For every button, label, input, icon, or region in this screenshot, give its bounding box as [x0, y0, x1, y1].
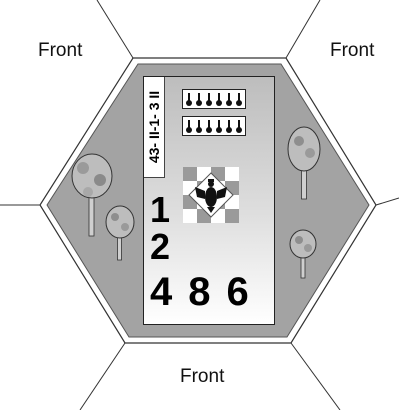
gun-battery-icon: [182, 116, 246, 136]
front-label-bottom: Front: [180, 366, 224, 388]
hex-edge-bottom-left: [80, 343, 125, 410]
unit-counter[interactable]: 43- II-1- 3 II: [143, 76, 275, 325]
hex-edge-top-right: [286, 0, 320, 58]
front-label-top-right: Front: [330, 40, 374, 62]
hex-edge-bottom-right: [291, 343, 340, 410]
hex-edge-right: [376, 198, 399, 205]
factor-movement: 6: [227, 272, 249, 312]
eagle-insignia-icon: [183, 167, 239, 223]
hex-edge-top-left: [97, 0, 133, 58]
strength-middle: 2: [150, 229, 170, 265]
strength-top: 1: [150, 192, 170, 228]
factor-defense: 8: [188, 272, 210, 312]
gun-battery-icon: [182, 89, 246, 109]
front-label-top-left: Front: [38, 40, 82, 62]
unit-designation: 43- II-1- 3 II: [144, 77, 165, 178]
unit-designation-text: 43- II-1- 3 II: [146, 91, 162, 163]
factor-attack: 4: [150, 272, 172, 312]
combat-factors: 4 8 6: [150, 272, 249, 312]
